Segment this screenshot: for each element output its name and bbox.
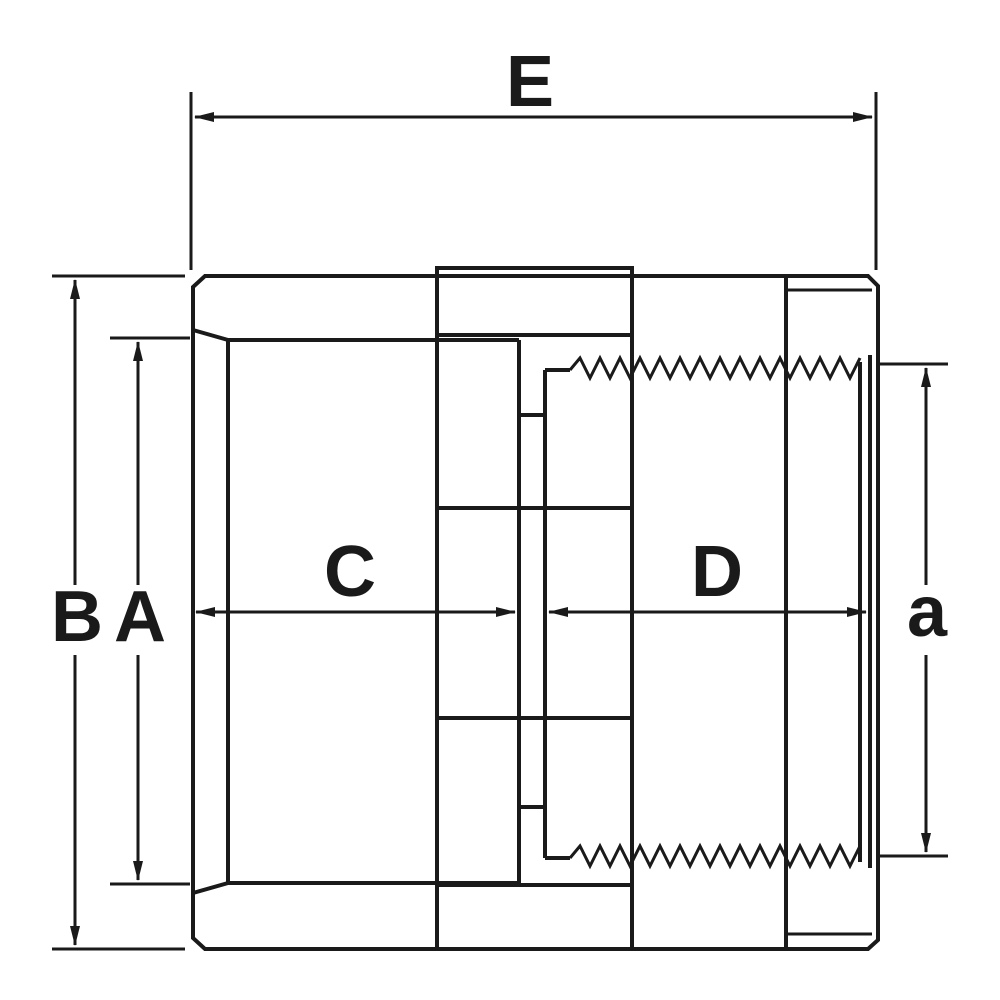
label-b: B: [51, 577, 103, 657]
label-a: A: [114, 577, 166, 657]
label-bg-a-small: [905, 585, 947, 655]
hex-band-bottom: [435, 883, 634, 951]
label-e: E: [506, 42, 554, 122]
label-a-small: a: [907, 572, 948, 652]
thread-top: [568, 354, 862, 382]
label-d: D: [691, 532, 743, 612]
dimension-lines: [70, 112, 931, 946]
fitting-body: [191, 266, 880, 951]
thread-bottom: [568, 842, 862, 870]
extension-lines: [52, 92, 948, 951]
label-bg-b: [55, 585, 97, 655]
hex-band-top: [435, 266, 634, 337]
outer-shell: [191, 274, 880, 951]
label-c: C: [324, 532, 376, 612]
label-bg-a: [118, 585, 160, 655]
